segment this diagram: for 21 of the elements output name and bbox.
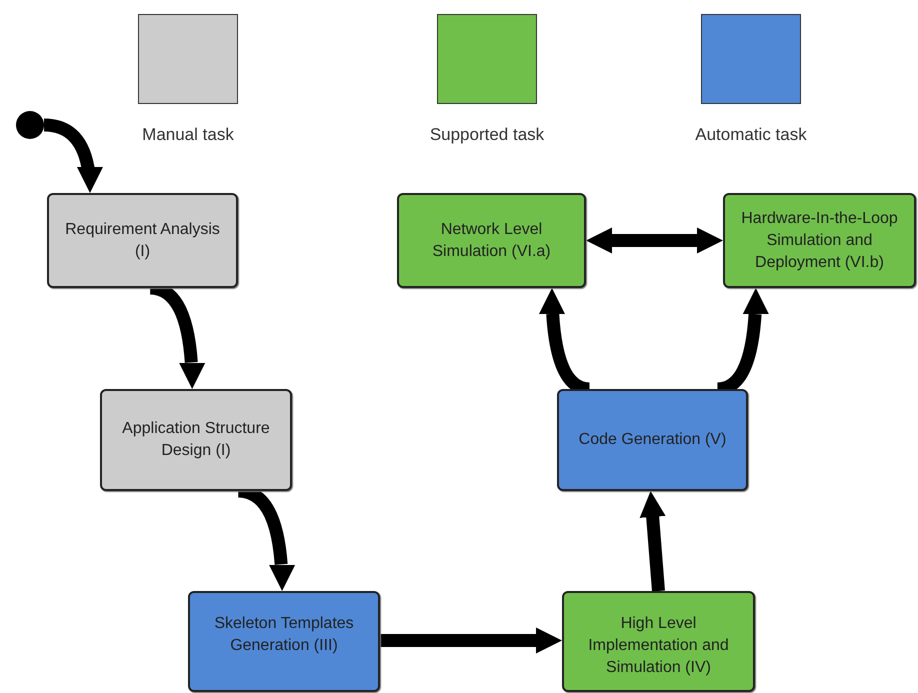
box-label: High Level Implementation and Simulation (IV) [587,614,730,678]
process-box [397,193,586,288]
legend-label: Supported task [428,124,546,146]
process-box [47,193,238,288]
arrow [380,628,562,654]
arrow [44,118,102,194]
box-label: Hardware-In-the-Loop Simulation and Deployment (VI.b) [740,208,899,272]
arrow [640,490,666,592]
box-label: Code Generation (V) [578,430,726,450]
box-label: Application Structure Design (I) [121,419,271,461]
arrow [586,228,723,254]
box-label: Requirement Analysis (I) [64,220,221,262]
legend-label: Automatic task [694,124,808,146]
process-box [723,193,916,288]
process-box [188,591,380,692]
box-label: Skeleton Templates Generation (III) [213,614,355,656]
process-box [557,389,748,491]
box-label: Network Level Simulation (VI.a) [431,220,552,262]
process-box [562,591,755,692]
process-box [100,389,292,491]
legend-label: Manual task [141,124,235,146]
